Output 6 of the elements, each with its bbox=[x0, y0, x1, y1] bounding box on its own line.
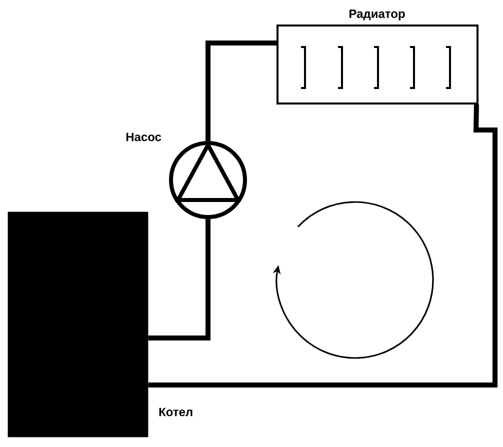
node-label: Насос bbox=[126, 132, 162, 142]
pipe bbox=[148, 219, 210, 340]
node-label: Котел bbox=[159, 408, 192, 416]
pipe bbox=[148, 104, 498, 388]
pipe bbox=[206, 40, 276, 141]
node-label: Радиатор bbox=[350, 10, 405, 20]
